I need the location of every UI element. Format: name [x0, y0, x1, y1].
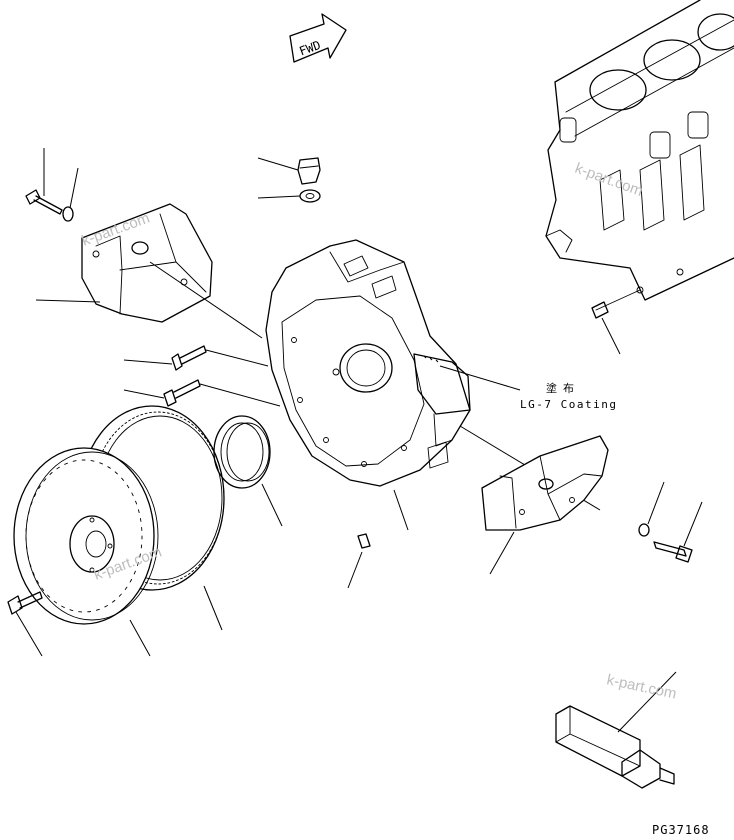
plug-washer — [257, 189, 321, 203]
flywheel — [13, 447, 159, 657]
fwd-arrow: FWD — [289, 13, 347, 63]
housing-bolt-1 — [123, 345, 269, 371]
watermark-2: k-part.com — [573, 160, 645, 200]
engine-mount-bracket-right — [481, 435, 609, 575]
drain-plug — [257, 157, 321, 185]
figure-code: PG37168 — [652, 823, 710, 837]
flywheel-housing — [265, 239, 601, 531]
coating-note: 塗布 LG-7 Coating — [520, 381, 617, 411]
watermark-4: k-part.com — [605, 671, 678, 702]
cylinder-block — [545, 0, 734, 355]
coating-label-en: LG-7 Coating — [520, 398, 617, 411]
special-tool — [555, 671, 677, 789]
engine-mount-bracket-left — [35, 203, 263, 339]
fwd-label: FWD — [297, 38, 322, 59]
housing-bolt-2 — [123, 379, 281, 407]
flywheel-bolt — [7, 591, 43, 657]
oil-seal — [213, 415, 283, 527]
bolt-upper-left — [25, 148, 63, 215]
washer-upper-left — [62, 167, 79, 222]
dowel-pin — [347, 533, 371, 589]
bolt-right — [653, 501, 703, 563]
washer-right — [638, 481, 665, 537]
coating-label-jp: 塗布 — [546, 381, 580, 395]
